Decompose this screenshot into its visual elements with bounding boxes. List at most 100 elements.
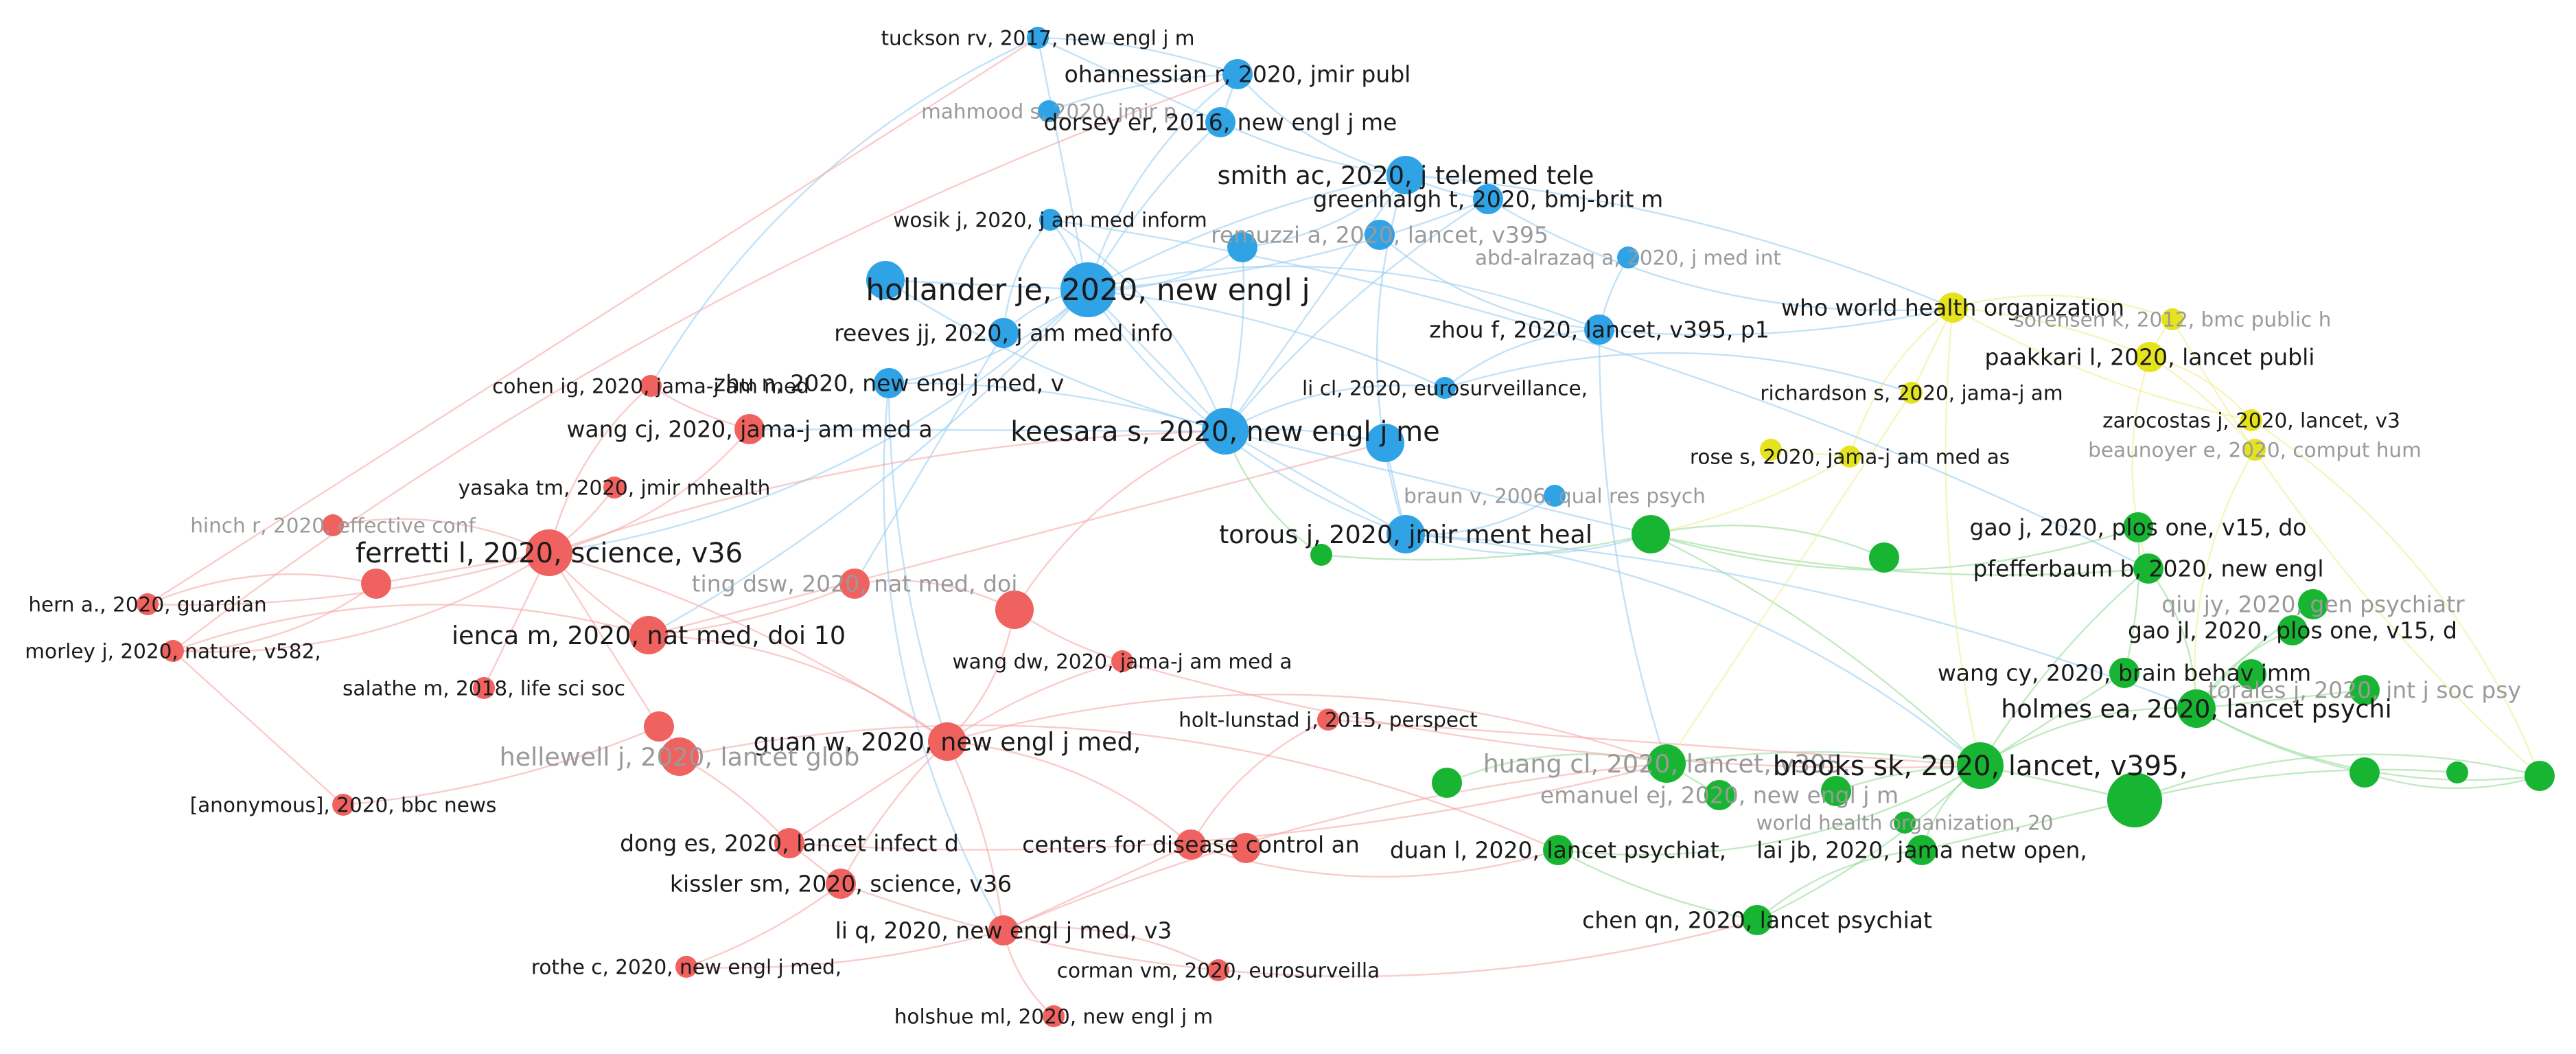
node-g_torales[interactable] <box>2349 675 2380 705</box>
node-r_rothe[interactable] <box>675 956 697 978</box>
node-r_hub3[interactable] <box>1231 833 1261 863</box>
node-r_salathe[interactable] <box>473 677 495 699</box>
node-g_hub6[interactable] <box>1869 542 1899 573</box>
node-r_liq[interactable] <box>988 915 1019 946</box>
node-b_zhun[interactable] <box>874 368 904 398</box>
node-y_richardson[interactable] <box>1901 382 1923 404</box>
node-b_wosik[interactable] <box>1039 209 1061 231</box>
edge-g_hub7-g_huang <box>1446 753 1668 784</box>
node-r_ferretti[interactable] <box>526 529 572 576</box>
node-r_corman[interactable] <box>1207 959 1229 981</box>
node-g_who[interactable] <box>1894 812 1916 834</box>
node-r_morley[interactable] <box>162 640 184 662</box>
edge-r_guan-r_kissler <box>839 740 949 885</box>
node-g_chen[interactable] <box>1742 905 1772 935</box>
node-r_cohen[interactable] <box>640 375 662 397</box>
node-g_gao1[interactable] <box>2123 512 2153 542</box>
node-b_dorsey[interactable] <box>1205 107 1235 137</box>
node-g_brooks[interactable] <box>1957 742 2004 789</box>
node-r_hub1[interactable] <box>995 591 1034 629</box>
label-g_torales: torales j, 2020, int j soc psy <box>2208 677 2521 704</box>
node-g_hub2[interactable] <box>2107 772 2162 827</box>
edge-y_beaunoyer-y_paakkari <box>2148 356 2256 451</box>
node-b_ohannessian[interactable] <box>1222 59 1253 89</box>
label-b_braun: braun v, 2006, qual res psych <box>1404 484 1706 507</box>
node-g_hub1[interactable] <box>1632 515 1670 553</box>
edge-b_hollander-b_zhou <box>1087 265 1601 331</box>
node-g_hub4[interactable] <box>2525 761 2555 791</box>
node-b_hub1[interactable] <box>866 261 905 299</box>
node-b_hub3[interactable] <box>1366 424 1404 462</box>
label-r_ienca: ienca m, 2020, nat med, doi 10 <box>452 621 846 650</box>
node-g_hub3[interactable] <box>2349 757 2380 788</box>
node-b_tuckson[interactable] <box>1027 27 1049 49</box>
node-g_gaoji[interactable] <box>2277 615 2308 645</box>
node-g_holmes[interactable] <box>2177 689 2216 728</box>
node-b_keesara[interactable] <box>1202 408 1249 455</box>
node-r_holshue[interactable] <box>1043 1005 1065 1027</box>
node-g_hub5[interactable] <box>1310 544 1332 566</box>
edge-b_zhou-b_remuzzi <box>1378 233 1601 331</box>
label-b_mahmood: mahmood s, 2020, jmir p <box>921 100 1176 123</box>
node-r_hinch[interactable] <box>322 514 344 536</box>
node-g_duan[interactable] <box>1543 835 1573 865</box>
edge-r_holt-r_centers <box>1190 718 1330 846</box>
edge-r_guan-r_hub1 <box>946 608 1016 743</box>
node-b_reeves[interactable] <box>988 318 1019 348</box>
node-r_hub2[interactable] <box>644 711 674 742</box>
node-b_hub2[interactable] <box>1227 232 1257 262</box>
edge-g_hub1-g_hub6 <box>1649 525 1885 559</box>
node-g_qiu[interactable] <box>2298 589 2328 619</box>
node-y_who[interactable] <box>1938 293 1968 323</box>
node-r_wangdw[interactable] <box>1111 650 1133 672</box>
node-g_hub10[interactable] <box>2236 659 2266 689</box>
edge-b_keesara-b_torous <box>1224 430 1407 536</box>
node-r_guan[interactable] <box>928 722 966 761</box>
node-r_ienca[interactable] <box>629 616 668 654</box>
node-r_wangcj[interactable] <box>734 414 765 444</box>
node-y_beaunoyer[interactable] <box>2244 439 2266 461</box>
node-r_hellewell[interactable] <box>660 737 699 776</box>
node-g_hub9[interactable] <box>2446 761 2468 783</box>
edge-g_duan-g_chen <box>1557 849 1759 921</box>
node-y_sorensen[interactable] <box>2161 308 2183 330</box>
node-y_hub1[interactable] <box>1760 439 1782 461</box>
node-r_yasaka[interactable] <box>603 477 625 499</box>
node-b_hollander[interactable] <box>1060 262 1115 317</box>
node-r_holt[interactable] <box>1317 709 1339 731</box>
node-y_zarocostas[interactable] <box>2240 409 2262 431</box>
node-y_rose[interactable] <box>1839 446 1861 468</box>
node-r_tingdsw[interactable] <box>839 569 870 599</box>
edge-g_hub1-g_pfefferbaum <box>1649 533 2150 576</box>
node-b_licl[interactable] <box>1434 377 1456 399</box>
edge-r_ferretti-r_hinch <box>332 518 550 554</box>
node-g_huang[interactable] <box>1647 744 1686 783</box>
edge-b_hollander-b_zhun <box>887 288 1089 385</box>
edge-g_brooks-g_hub1 <box>1649 533 1982 767</box>
node-g_pfefferbaum[interactable] <box>2133 553 2163 584</box>
node-r_hern[interactable] <box>137 593 159 615</box>
edge-g_brooks-g_huang <box>1665 751 1982 767</box>
node-g_lai[interactable] <box>1907 835 1937 865</box>
edge-r_anon-r_morley <box>172 650 345 806</box>
node-g_emanuel[interactable] <box>1704 780 1734 810</box>
label-r_hern: hern a., 2020, guardian <box>28 593 266 616</box>
node-b_zhou[interactable] <box>1584 314 1614 345</box>
edge-r_ienca-b_hub3 <box>647 442 1386 637</box>
node-b_mahmood[interactable] <box>1038 100 1060 122</box>
node-b_greenhalgh[interactable] <box>1473 184 1503 214</box>
node-b_braun[interactable] <box>1544 485 1566 507</box>
node-g_hub8[interactable] <box>1821 776 1851 806</box>
node-r_anon[interactable] <box>332 794 354 816</box>
node-r_dong[interactable] <box>774 828 804 858</box>
node-r_centers[interactable] <box>1176 829 1206 860</box>
node-y_paakkari[interactable] <box>2135 342 2165 372</box>
node-g_wangcy[interactable] <box>2109 658 2139 688</box>
node-b_smith[interactable] <box>1386 156 1425 194</box>
node-b_remuzzi[interactable] <box>1365 220 1395 250</box>
node-b_abdrazaq[interactable] <box>1617 247 1639 268</box>
node-g_hub7[interactable] <box>1432 768 1462 798</box>
node-b_torous[interactable] <box>1386 515 1425 553</box>
node-r_kissler[interactable] <box>826 869 856 899</box>
node-r_hub4[interactable] <box>361 569 391 599</box>
